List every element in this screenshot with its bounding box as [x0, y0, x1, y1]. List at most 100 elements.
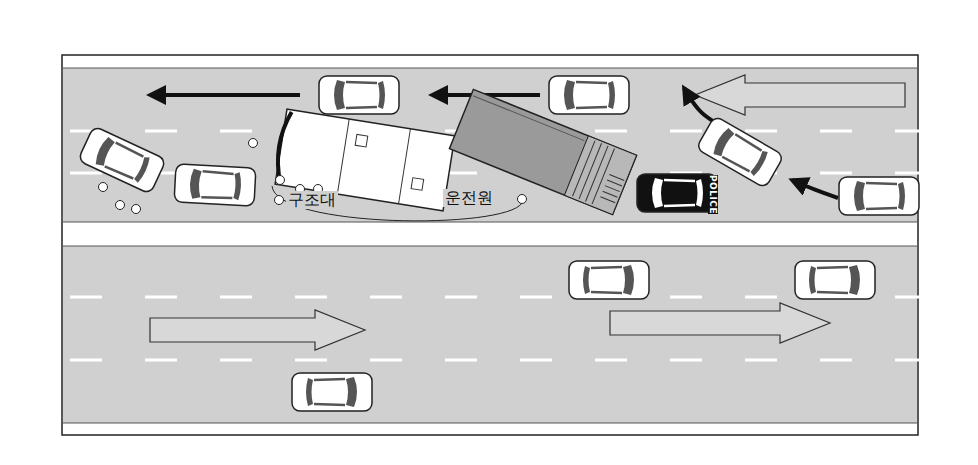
car — [319, 76, 399, 114]
windshield — [711, 127, 736, 158]
traffic-direction-arrow — [610, 303, 830, 343]
rear-window — [378, 81, 385, 109]
lane-dash — [895, 296, 927, 299]
detour-arrow — [792, 180, 838, 198]
side-window — [664, 205, 695, 206]
police-car — [637, 174, 717, 212]
lane-dash — [70, 172, 102, 175]
side-window — [203, 171, 234, 174]
windshield — [849, 265, 860, 295]
lane-dash — [670, 359, 702, 362]
lane-dash — [670, 296, 702, 299]
traffic-direction-arrow — [150, 310, 365, 350]
side-window — [314, 379, 345, 380]
rescue-route — [272, 186, 522, 221]
rear-window — [696, 179, 703, 207]
side-window — [115, 143, 144, 157]
cab-stripe — [600, 197, 615, 203]
lane-dash — [595, 359, 627, 362]
car — [549, 76, 629, 114]
police-marking: POLICE — [708, 175, 718, 214]
car — [174, 164, 256, 206]
side-window — [722, 156, 749, 172]
debris-circle — [276, 176, 285, 185]
debris-circle — [116, 201, 125, 210]
debris-circle — [99, 183, 108, 192]
side-window — [346, 82, 377, 83]
lane-dash — [370, 359, 402, 362]
side-window — [735, 134, 762, 150]
lane-dash — [295, 296, 327, 299]
car — [292, 373, 372, 411]
side-window — [866, 208, 897, 209]
lane-dash — [445, 359, 477, 362]
car-body — [292, 373, 372, 411]
lane-dash — [145, 296, 177, 299]
lane-dash — [745, 130, 777, 133]
lane-dash — [595, 130, 627, 133]
car — [569, 261, 649, 299]
rear-window — [809, 266, 816, 294]
road-edge — [63, 68, 917, 69]
cab-stripe — [609, 175, 624, 181]
windshield — [652, 178, 663, 208]
lane-dash — [220, 296, 252, 299]
debris-circle — [132, 205, 141, 214]
lane-dash — [820, 130, 852, 133]
lane-dash — [445, 296, 477, 299]
lane-dash — [295, 359, 327, 362]
side-window — [576, 82, 607, 83]
lane-dash — [895, 172, 927, 175]
road-edge — [63, 423, 917, 424]
cab-stripe — [603, 191, 618, 197]
windshield — [334, 80, 345, 110]
lane-dash — [745, 359, 777, 362]
roof-hatch — [355, 134, 368, 147]
side-window — [201, 196, 232, 199]
traffic-direction-arrow — [695, 75, 905, 115]
side-window — [314, 404, 345, 405]
windshield — [854, 181, 865, 211]
lane-dash — [895, 359, 927, 362]
car-body — [174, 164, 256, 206]
cargo-line — [473, 96, 584, 141]
car-body — [569, 261, 649, 299]
windshield — [189, 169, 202, 200]
bus — [273, 109, 455, 211]
bus-bumper — [273, 111, 291, 183]
windshield — [346, 377, 357, 407]
road-edge — [63, 246, 917, 247]
windshield — [623, 265, 634, 295]
rear-window — [306, 378, 313, 406]
side-window — [817, 267, 848, 268]
cab-stripe — [592, 149, 614, 205]
cab-stripe — [607, 180, 622, 186]
road-edge — [63, 222, 917, 223]
side-window — [866, 183, 897, 184]
debris-circle — [275, 196, 284, 205]
lane-dash — [70, 359, 102, 362]
driver-label: 운전원 — [443, 189, 495, 207]
lane-dash — [370, 296, 402, 299]
car — [78, 126, 167, 194]
car — [839, 177, 919, 215]
side-window — [105, 165, 134, 179]
lane-dash — [520, 296, 552, 299]
upper-road — [63, 68, 917, 222]
car-body — [839, 177, 919, 215]
lane-dash — [220, 130, 252, 133]
truck-cab — [564, 136, 636, 215]
bus-roof-line — [337, 119, 349, 194]
lane-dash — [895, 130, 927, 133]
lane-dash — [145, 359, 177, 362]
windshield — [564, 80, 575, 110]
rear-window — [749, 149, 769, 177]
car-body — [549, 76, 629, 114]
bus-roof-line — [399, 129, 411, 204]
side-window — [346, 107, 377, 108]
side-window — [576, 107, 607, 108]
lower-road — [63, 246, 917, 423]
lane-dash — [670, 130, 702, 133]
